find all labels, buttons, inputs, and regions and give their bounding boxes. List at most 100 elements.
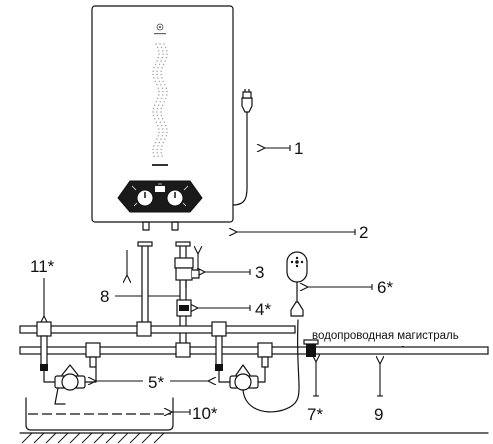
decorative-dot — [152, 111, 154, 113]
decorative-dot — [166, 131, 168, 134]
decorative-dot — [165, 135, 167, 137]
shower-head — [286, 251, 308, 317]
decorative-dot — [161, 155, 163, 157]
decorative-dot — [157, 87, 159, 89]
decorative-dot — [159, 101, 161, 103]
decorative-dot — [166, 90, 168, 93]
control-panel — [117, 180, 203, 213]
decorative-dot — [161, 77, 163, 79]
decorative-dot — [158, 80, 160, 83]
decorative-dot — [158, 50, 160, 52]
decorative-dot — [162, 131, 164, 134]
decorative-dot — [160, 84, 162, 86]
decorative-dot — [165, 97, 167, 100]
decorative-dot — [162, 53, 164, 55]
decorative-dot — [166, 53, 168, 55]
safety-valve — [174, 257, 200, 289]
decorative-dot — [160, 107, 163, 110]
decorative-dot — [156, 152, 158, 154]
decorative-dot — [156, 60, 158, 62]
decorative-dot — [154, 118, 156, 120]
floor — [19, 432, 489, 444]
decorative-dot — [158, 128, 160, 130]
decorative-dot — [164, 60, 166, 62]
decorative-dot — [160, 148, 162, 151]
pressure-reducer — [176, 299, 192, 317]
decorative-dot — [158, 141, 160, 144]
callout-6: 6* — [377, 278, 393, 297]
decorative-dot — [153, 104, 156, 106]
decorative-dot — [152, 152, 154, 154]
decorative-dot — [156, 46, 159, 49]
decorative-dot — [162, 128, 164, 130]
decorative-dot — [160, 111, 162, 113]
decorative-dot — [154, 141, 156, 144]
decorative-dot — [158, 118, 160, 120]
decorative-dot — [160, 46, 163, 49]
decorative-dot — [156, 111, 158, 113]
decorative-dot — [157, 67, 159, 69]
decorative-dot — [155, 101, 157, 103]
decorative-dot — [157, 77, 159, 79]
decorative-dot — [163, 43, 165, 45]
decorative-dot — [165, 124, 167, 127]
decorative-dot — [157, 104, 160, 106]
decorative-dot — [161, 97, 163, 100]
decorative-dot — [162, 94, 164, 96]
callout-7: 7* — [307, 405, 323, 424]
decorative-dot — [158, 53, 160, 55]
callout-1: 1 — [294, 139, 303, 158]
decorative-dot — [160, 70, 162, 72]
mainline-shutoff-valve — [303, 339, 319, 357]
decorative-dot — [161, 56, 164, 59]
decorative-dot — [162, 50, 164, 52]
decorative-dot — [162, 141, 164, 144]
decorative-dot — [166, 128, 168, 130]
decorative-dot — [162, 63, 165, 66]
piping — [19, 241, 489, 431]
decorative-dot — [156, 73, 158, 76]
decorative-dot-pattern — [152, 43, 168, 157]
decorative-dot — [163, 101, 165, 103]
decorative-dot — [158, 131, 160, 134]
decorative-dot — [158, 63, 161, 66]
decorative-dot — [165, 56, 168, 59]
callout-2: 2 — [359, 223, 368, 242]
decorative-dot — [156, 70, 158, 72]
decorative-dot — [155, 43, 157, 45]
decorative-dot — [164, 46, 167, 49]
callout-4: 4* — [255, 300, 271, 319]
decorative-dot — [152, 73, 154, 76]
callout-8: 8 — [100, 287, 109, 306]
decorative-dot — [166, 94, 168, 96]
decorative-dot — [157, 97, 159, 100]
decorative-dot — [158, 94, 160, 96]
decorative-dot — [155, 121, 157, 123]
decorative-dot — [161, 104, 164, 106]
decorative-dot — [153, 145, 155, 147]
decorative-dot — [161, 145, 163, 147]
decorative-dot — [160, 73, 162, 76]
decorative-dot — [165, 87, 167, 89]
decorative-dot — [152, 148, 154, 151]
decorative-dot — [153, 67, 155, 69]
decorative-dot — [153, 155, 155, 157]
decorative-dot — [156, 148, 158, 151]
decorative-dot — [160, 152, 162, 154]
decorative-dot — [163, 121, 165, 123]
decorative-dot — [156, 114, 159, 117]
bath-tub — [25, 397, 174, 431]
mainline-label: водопроводная магистраль — [312, 330, 459, 342]
decorative-dot — [160, 138, 162, 140]
decorative-dot — [152, 114, 155, 117]
callout-10: 10* — [192, 404, 218, 423]
decorative-dot — [152, 70, 154, 72]
decorative-dot — [161, 124, 163, 127]
decorative-dot — [157, 135, 159, 137]
decorative-dot — [166, 50, 168, 52]
brand-logo-icon — [154, 23, 166, 35]
decorative-dot — [164, 84, 166, 86]
callout-9: 9 — [374, 405, 383, 424]
decorative-dot — [154, 63, 157, 66]
